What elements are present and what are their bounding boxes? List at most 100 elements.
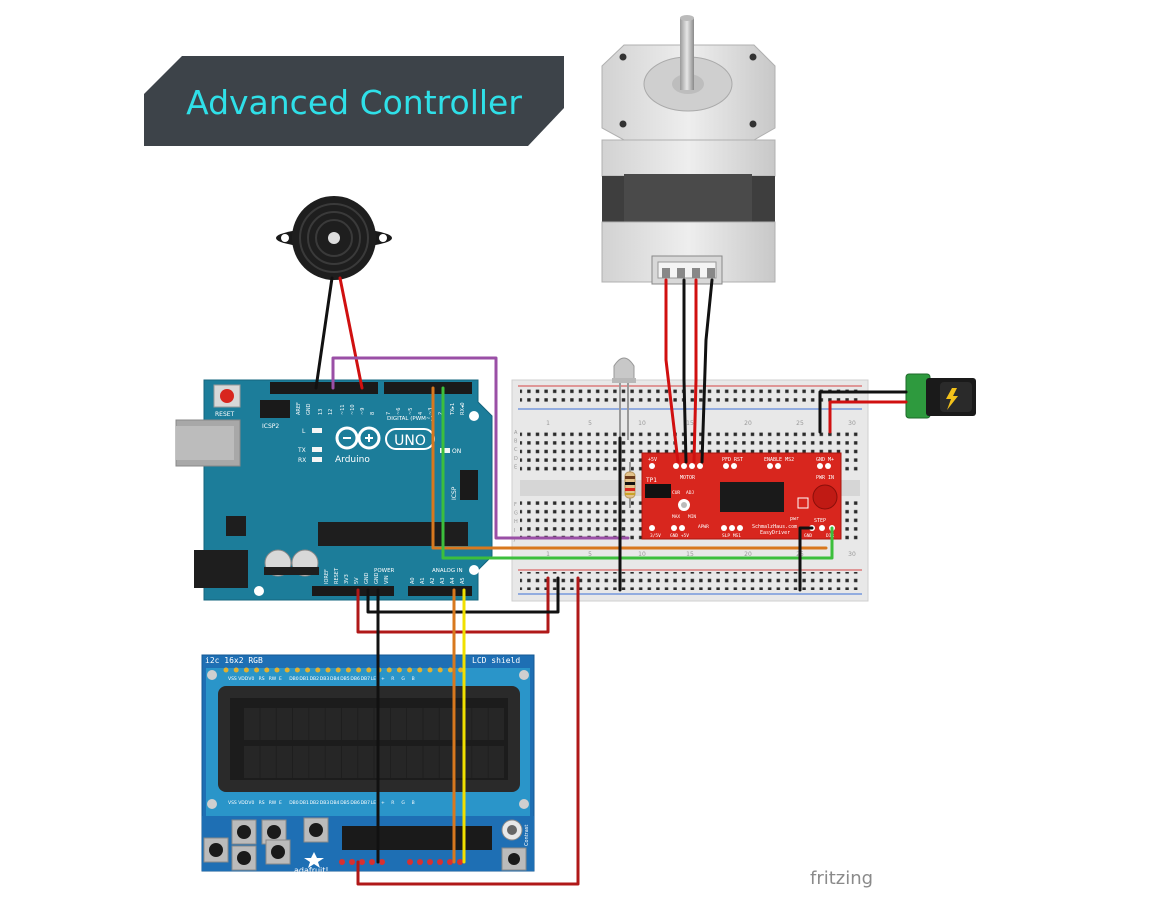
top-header-right xyxy=(384,382,472,394)
analog-label: ANALOG IN xyxy=(432,568,463,574)
breadboard-column-number: 1 xyxy=(546,420,550,427)
lcd-pin-label: DB5 xyxy=(340,676,350,682)
lcd-character-cell xyxy=(260,746,276,778)
easydriver-pwr-label: pwr xyxy=(790,516,799,522)
power-jack xyxy=(905,373,976,419)
lcd-character-cell xyxy=(309,746,325,778)
arduino-analog-pin-label: A5 xyxy=(460,577,466,584)
breadboard-row-letter: C xyxy=(514,447,518,453)
wire-motor-3 xyxy=(692,278,698,464)
lcd-button-down[interactable] xyxy=(231,845,257,871)
lcd-pin-label: B xyxy=(412,676,415,682)
easydriver-pin-gnd5v: GND +5V xyxy=(670,533,689,539)
lightning-icon xyxy=(946,388,958,410)
easydriver-gnd-m: GND M+ xyxy=(816,457,834,463)
lcd-pin-label: RW xyxy=(269,676,277,682)
breadboard-column-number: 15 xyxy=(686,420,694,427)
breadboard-row-letter: D xyxy=(514,456,518,462)
lcd-header-pin xyxy=(335,667,341,673)
lcd-character-cell xyxy=(276,746,293,778)
arduino-analog-pin-label: A0 xyxy=(410,577,416,584)
tx-led-label: TX xyxy=(297,447,306,454)
lcd-pin-label: G xyxy=(401,800,405,806)
lcd-pin-label: VDD xyxy=(238,676,249,682)
arduino-analog-pin-label: A3 xyxy=(440,577,446,584)
on-led-label: ON xyxy=(452,448,461,455)
easydriver-pin-5v: +5V xyxy=(648,457,657,463)
lcd-header-pin xyxy=(396,667,402,673)
lcd-header-pin xyxy=(254,667,260,673)
lcd-io-chip xyxy=(342,826,492,850)
lcd-header-pin xyxy=(305,667,311,673)
lcd-pin-label: DB7 xyxy=(361,800,371,806)
lcd-character-cell xyxy=(292,708,309,740)
arduino-top-pin-label: GND xyxy=(306,403,312,415)
lcd-pin-label: RW xyxy=(269,800,277,806)
lcd-header-pin xyxy=(223,667,229,673)
lcd-character-cell xyxy=(325,746,342,778)
easydriver-pwr-in: PWR IN xyxy=(816,475,834,481)
atmega-chip xyxy=(318,522,468,546)
dc-barrel-jack xyxy=(194,550,248,588)
lcd-character-cell xyxy=(260,708,276,740)
lcd-header-pin xyxy=(417,667,423,673)
lcd-character-cell xyxy=(276,708,293,740)
lcd-pin-label: VSS xyxy=(228,676,237,682)
lcd-bottom-pins xyxy=(339,859,463,865)
lcd-pin-label: + xyxy=(381,800,385,806)
lcd-pin-label: LED xyxy=(371,800,380,806)
lcd-pin-label: DB0 xyxy=(289,800,299,806)
lcd-pin-label: DB5 xyxy=(340,800,350,806)
lcd-label-left: i2c 16x2 RGB xyxy=(205,656,263,665)
adafruit-star-icon xyxy=(304,852,324,868)
arduino-top-pin-label: AREF xyxy=(296,402,302,415)
title-banner-shape xyxy=(144,56,564,146)
lcd-character-cell xyxy=(390,708,407,740)
easydriver-pin-dir: DIR xyxy=(826,533,834,539)
lcd-character-cell xyxy=(244,708,260,740)
easydriver-cur-label: CUR xyxy=(672,490,680,496)
stepper-motor xyxy=(601,15,776,285)
lcd-pin-label: DB3 xyxy=(320,676,330,682)
arduino-top-pin-label: ~11 xyxy=(340,404,346,415)
breadboard-column-number: 15 xyxy=(686,551,694,558)
lcd-header-pin xyxy=(284,667,290,673)
rx-led-label: RX xyxy=(298,457,306,464)
fritzing-watermark: fritzing xyxy=(810,868,873,889)
breadboard-row-letter: A xyxy=(514,430,518,436)
arduino-top-pin-label: 8 xyxy=(370,412,376,415)
lcd-character-cell xyxy=(292,746,309,778)
breadboard-column-number: 1 xyxy=(546,551,550,558)
wires xyxy=(314,276,908,886)
lcd-pin-label: DB2 xyxy=(310,800,320,806)
arduino-top-pin-label: 2 xyxy=(438,412,444,415)
lcd-character-cell xyxy=(423,708,439,740)
breadboard-row-letter: G xyxy=(514,511,518,517)
lcd-pin-label: E xyxy=(279,800,282,806)
lcd-header-pin xyxy=(458,667,464,673)
breadboard-row-letter: I xyxy=(514,528,515,534)
lcd-header-pin xyxy=(294,667,300,673)
easydriver-pin-gnd: GND xyxy=(804,533,812,539)
adafruit-brand: adafruit! xyxy=(294,866,329,875)
arduino-top-pin-label: ~6 xyxy=(396,408,402,415)
lcd-header-pin xyxy=(437,667,443,673)
wire-purple xyxy=(331,356,630,540)
lcd-header-pin xyxy=(274,667,280,673)
lcd-character-cell xyxy=(407,746,423,778)
arduino-power-pin-label: 5V xyxy=(354,577,360,584)
arduino-top-pin-label: 4 xyxy=(418,412,424,415)
arduino-top-pin-label: 7 xyxy=(386,412,392,415)
arduino-top-pin-label: 13 xyxy=(318,409,324,415)
lcd-pin-label: R xyxy=(391,800,394,806)
breadboard-row-letter: B xyxy=(514,439,518,445)
lcd-buttons xyxy=(203,817,527,871)
arduino-top-pin-label: ~10 xyxy=(350,404,356,415)
lcd-character-cell xyxy=(439,708,456,740)
lcd-header-pin xyxy=(325,667,331,673)
arduino-top-pin-label: RX◂0 xyxy=(460,402,466,415)
easydriver-brand-line1: SchmalzHaus.com xyxy=(752,524,797,530)
